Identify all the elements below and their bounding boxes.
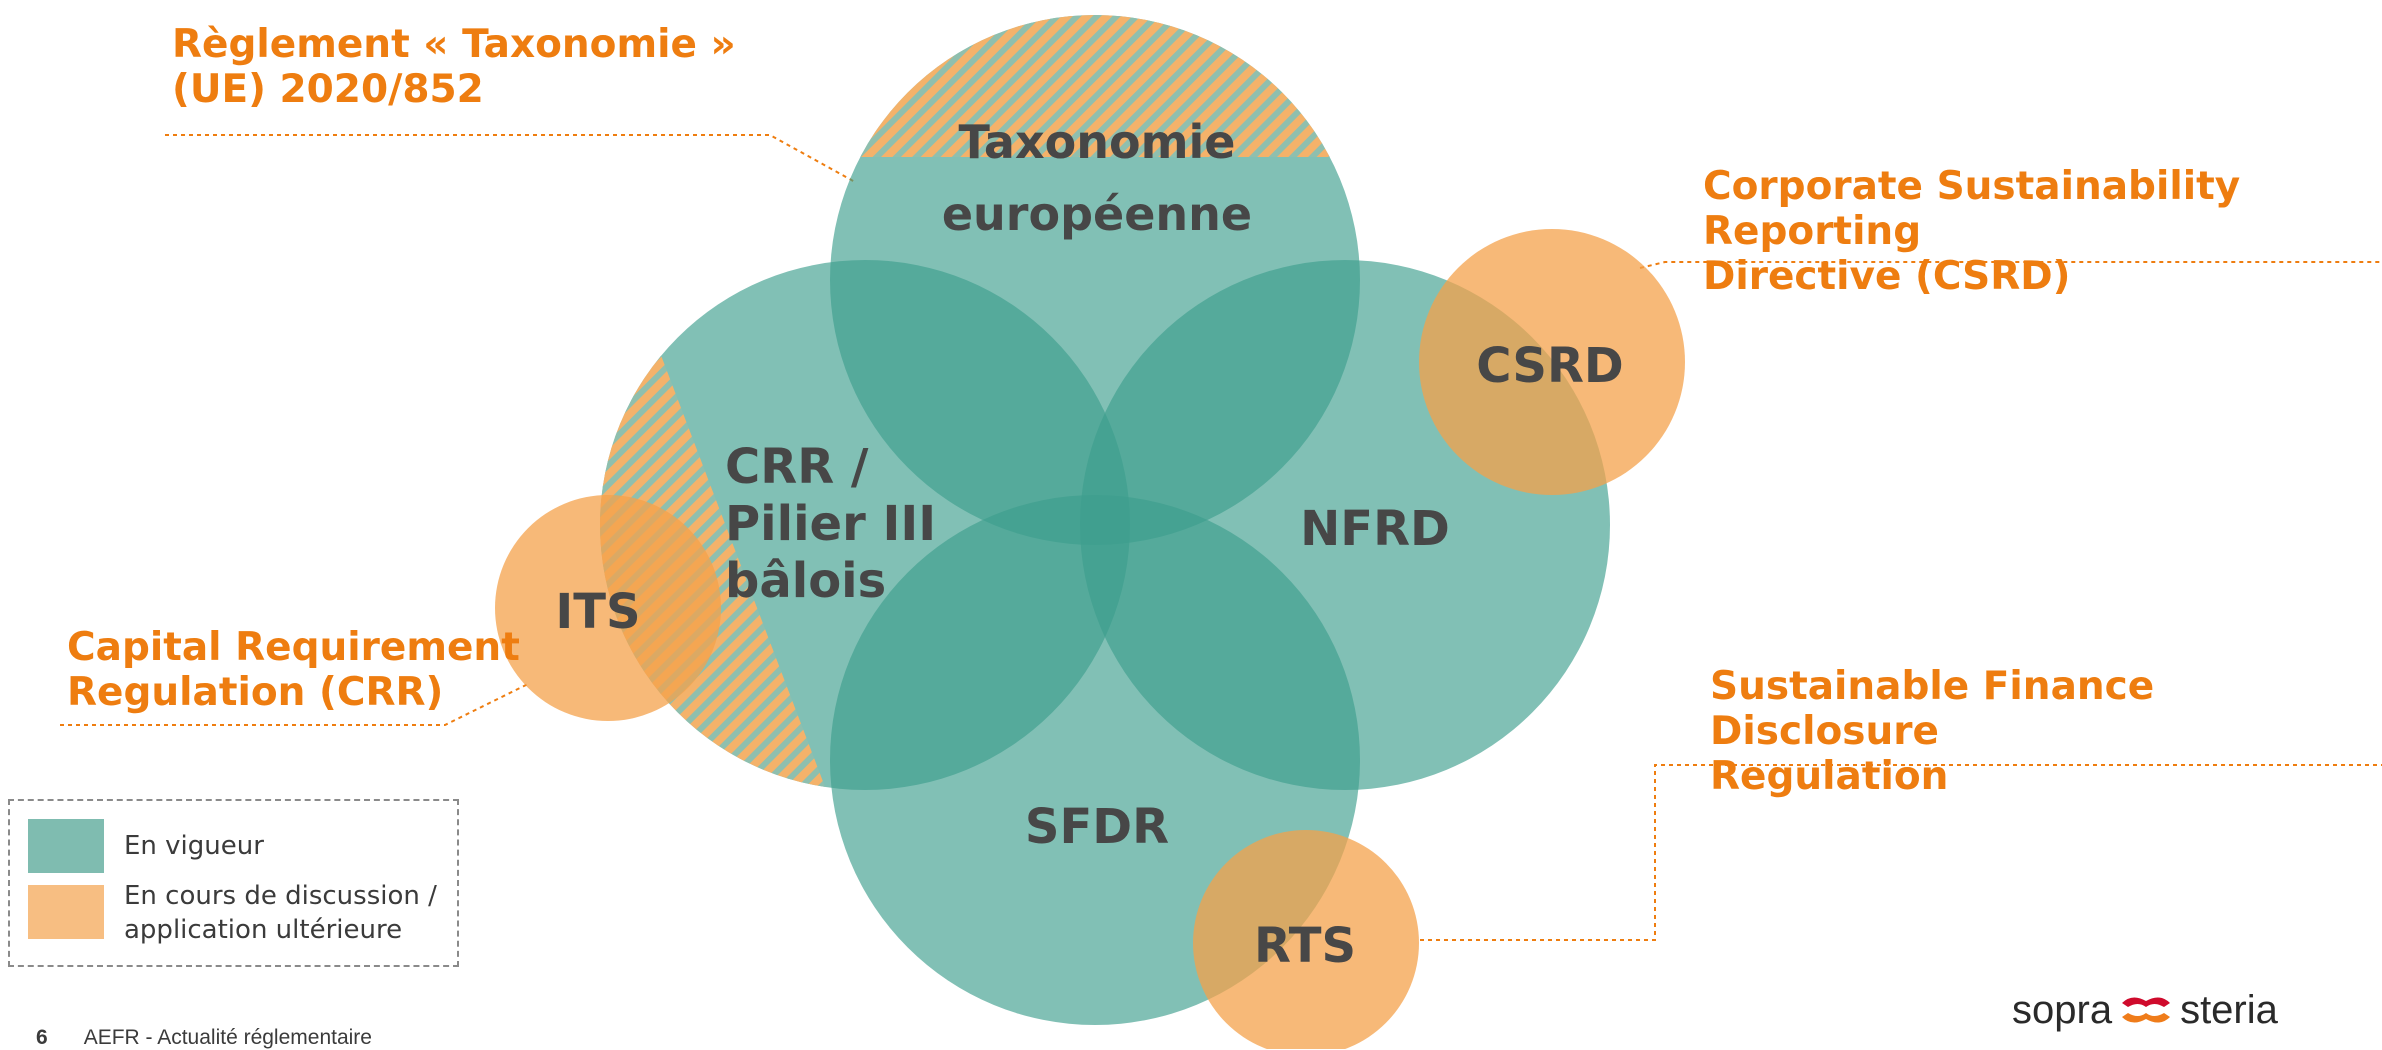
legend-item-pending: En cours de discussion / application ult…	[28, 881, 437, 947]
label-sfdr: SFDR	[1025, 799, 1169, 855]
csrd-leader-line	[1639, 261, 2382, 269]
logo-text-right: steria	[2180, 988, 2278, 1032]
label-crr-line2: Pilier III	[725, 496, 936, 552]
footer-text: AEFR - Actualité réglementaire	[83, 1026, 372, 1049]
csrd-title-line1: Corporate Sustainability Reporting	[1703, 164, 2241, 254]
legend-label-pending: En cours de discussion / application ult…	[124, 879, 437, 947]
sfdr-title-line1: Sustainable Finance Disclosure	[1710, 664, 2155, 754]
label-rts: RTS	[1254, 918, 1356, 974]
circle-csrd	[1419, 229, 1685, 495]
legend-item-in-force: En vigueur	[28, 819, 264, 873]
csrd-title: Corporate Sustainability Reporting Direc…	[1703, 164, 2382, 299]
taxonomy-regulation-title: Règlement « Taxonomie » (UE) 2020/852	[172, 22, 736, 112]
taxonomy-leader-line	[165, 134, 856, 183]
taxonomy-title-line2: (UE) 2020/852	[172, 67, 484, 112]
legend-swatch-teal	[28, 819, 104, 873]
circle-rts	[1193, 830, 1419, 1049]
slide-footer: 6 AEFR - Actualité réglementaire	[36, 1026, 372, 1050]
legend-label-pending-line1: En cours de discussion /	[124, 881, 437, 911]
label-its: ITS	[555, 584, 640, 640]
legend-swatch-orange	[28, 885, 104, 939]
crr-leader-line	[60, 682, 531, 726]
crr-title-line1: Capital Requirement	[67, 625, 520, 670]
sfdr-title-line2: Regulation	[1710, 754, 1949, 799]
taxonomy-title-line1: Règlement « Taxonomie »	[172, 22, 736, 67]
sopra-steria-logo: sopra steria	[2012, 988, 2278, 1033]
legend-label-in-force: En vigueur	[124, 831, 264, 861]
label-taxonomie-line2: européenne	[942, 187, 1252, 241]
logo-text-left: sopra	[2012, 988, 2113, 1032]
legend-label-pending-line2: application ultérieure	[124, 915, 403, 945]
crr-title: Capital Requirement Regulation (CRR)	[67, 625, 520, 715]
legend: En vigueur En cours de discussion / appl…	[8, 799, 459, 967]
logo-mark-icon	[2122, 996, 2171, 1023]
leader-lines	[60, 134, 2382, 941]
label-taxonomie-line1: Taxonomie	[958, 115, 1235, 169]
label-csrd: CSRD	[1476, 338, 1624, 394]
satellite-circles	[495, 229, 1685, 1049]
csrd-title-line2: Directive (CSRD)	[1703, 254, 2071, 299]
sfdr-title: Sustainable Finance Disclosure Regulatio…	[1710, 664, 2382, 799]
sfdr-leader-line	[1420, 764, 2382, 941]
label-crr-line3: bâlois	[725, 553, 886, 609]
label-crr-line1: CRR /	[725, 439, 869, 495]
label-nfrd: NFRD	[1300, 501, 1450, 557]
circle-its	[495, 495, 721, 721]
page-number: 6	[36, 1026, 48, 1049]
crr-title-line2: Regulation (CRR)	[67, 670, 444, 715]
